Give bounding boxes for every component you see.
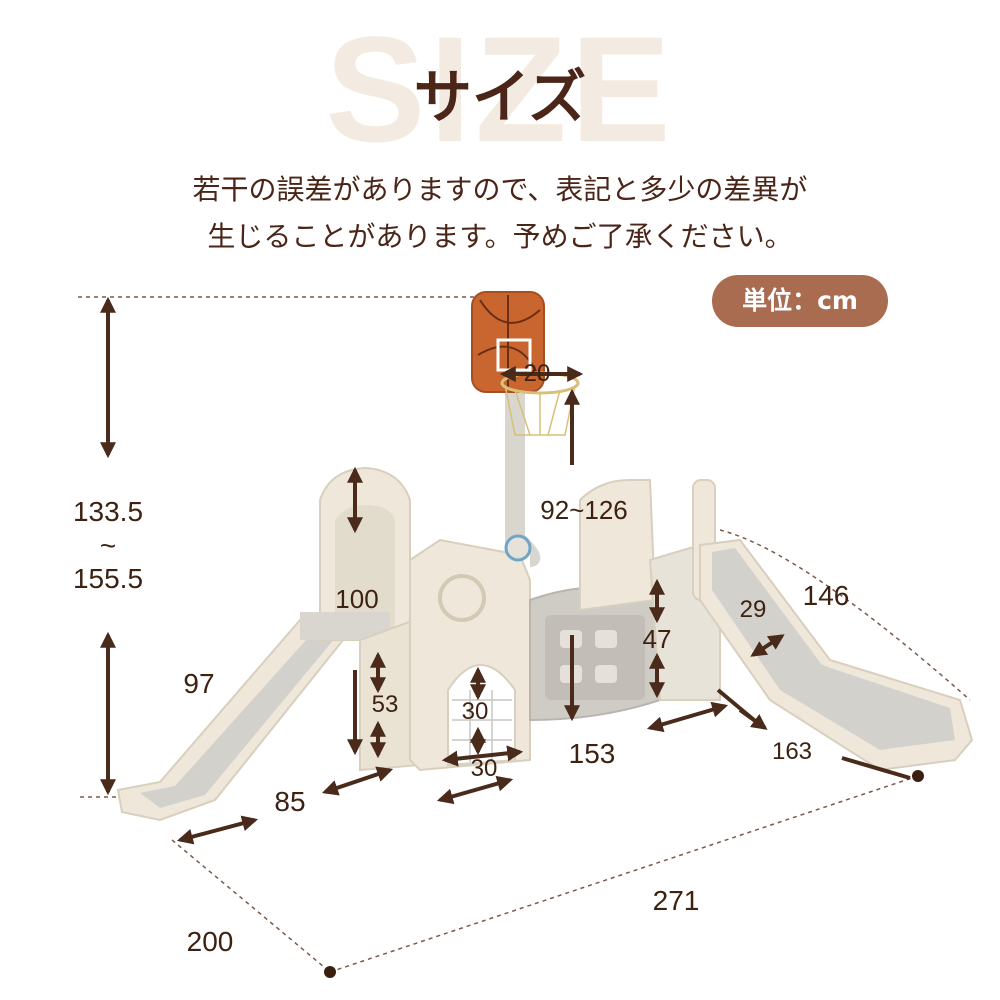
left-tower	[300, 466, 421, 772]
guide-lines	[78, 296, 971, 973]
label-hoop-width: 20	[523, 360, 551, 387]
label-right-slide-depth: 163	[771, 738, 813, 765]
label-tunnel-length: 153	[568, 738, 616, 769]
label-left-wall-height: 53	[371, 691, 399, 718]
label-hoop-height: 92~126	[540, 495, 628, 525]
corner-dot-right	[912, 770, 924, 782]
size-watermark: SIZE	[325, 5, 675, 173]
label-arch-height: 30	[461, 698, 489, 725]
notice-line-2: 生じることがあります。予めご了承ください。	[207, 220, 793, 253]
label-right-slide-width: 29	[739, 596, 767, 623]
corner-dot-bottom	[324, 966, 336, 978]
label-total-height: 133.5 ~ 155.5	[72, 496, 144, 595]
label-right-slide-length: 146	[802, 580, 850, 611]
dimension-arrows	[100, 296, 785, 845]
center-tower	[409, 538, 531, 772]
left-slide	[116, 618, 357, 822]
right-slide	[699, 538, 974, 772]
label-total-width: 271	[652, 885, 700, 916]
notice-line-1: 若干の誤差がありますので、表記と多少の差異が	[192, 173, 808, 206]
label-tower-height: 100	[335, 584, 379, 614]
unit-badge: 単位：cm	[712, 275, 888, 327]
label-arch-width: 30	[470, 755, 498, 782]
label-left-slide-length: 97	[183, 668, 215, 699]
label-total-depth: 200	[186, 926, 234, 957]
label-tunnel-height: 47	[642, 624, 672, 654]
label-left-slide-depth: 85	[274, 786, 306, 817]
page-title: サイズ	[413, 63, 587, 131]
